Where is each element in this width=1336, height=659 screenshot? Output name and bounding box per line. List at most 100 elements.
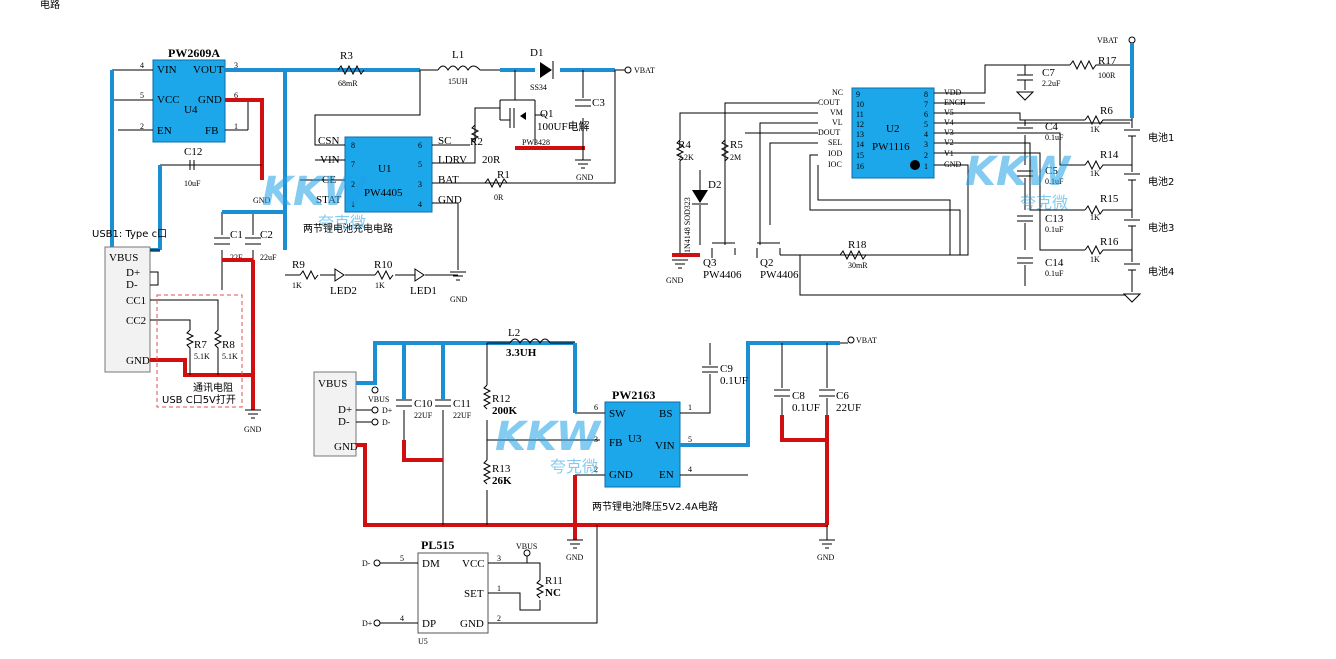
d2-ref: D2: [708, 179, 721, 191]
pl515-wires: [380, 525, 598, 624]
gnd-symbol-usb1: [245, 409, 261, 419]
header-title: 电路: [40, 0, 60, 11]
u3-num-5: 5: [688, 435, 692, 444]
watermark-logo-1: KKW: [262, 169, 369, 215]
u2-num-14: 14: [856, 140, 864, 149]
pl515-pin-gnd: GND: [460, 618, 484, 630]
gnd-label-c3: GND: [576, 173, 594, 182]
u2-num-6: 6: [924, 110, 928, 119]
r15-val: 1K: [1090, 213, 1100, 222]
cell-2-label: 电池2: [1148, 175, 1174, 188]
cell-3-label: 电池3: [1148, 221, 1174, 234]
r5-ref: R5: [730, 139, 743, 151]
c3-val: 100UF电解: [537, 119, 590, 133]
r13-ref: R13: [492, 463, 511, 475]
gnd-label-u4: GND: [253, 196, 271, 205]
pl515-dp-net: D+: [362, 619, 373, 628]
u4-num-4: 4: [140, 61, 144, 70]
u1-num-6: 6: [418, 141, 422, 150]
r11-symbol: [526, 556, 545, 599]
r9-symbol: [299, 269, 319, 281]
u1-pin-csn: CSN: [318, 135, 339, 147]
u2-num-11: 11: [856, 110, 864, 119]
r14-val: 1K: [1090, 169, 1100, 178]
r1-val: 0R: [494, 193, 504, 202]
c5-val: 0.1uF: [1045, 177, 1064, 186]
u1-num-3: 3: [418, 180, 422, 189]
u4-pin-gnd: GND: [198, 94, 222, 106]
u2-pin1-dot: [910, 160, 920, 170]
u1-num-5: 5: [418, 160, 422, 169]
u2-pin-vm: VM: [830, 108, 843, 117]
u2-num-10: 10: [856, 100, 864, 109]
r10-ref: R10: [374, 259, 393, 271]
l1-val: 15UH: [448, 77, 468, 86]
c2-ref: C2: [260, 229, 273, 241]
c1-ref: C1: [230, 229, 243, 241]
buck-usb-data-wires: [356, 409, 372, 423]
usb1-note-1: 通讯电阻: [193, 381, 233, 394]
watermarks: KKW 夸克微 KKW 夸克微 KKW 夸克微: [262, 149, 1072, 476]
u2-pin-cout: COUT: [818, 98, 840, 107]
c10-c11-vbus-net: [402, 343, 445, 400]
c13-val: 0.1uF: [1045, 225, 1064, 234]
u4-num-1: 1: [234, 122, 238, 131]
u1-num-2: 2: [351, 180, 355, 189]
r7-val: 5.1K: [194, 352, 210, 361]
vbat-label-charger: VBAT: [634, 66, 655, 75]
r4-r5-symbols: [675, 139, 730, 255]
pl515-dm-terminal: [373, 559, 381, 567]
c14-val: 0.1uF: [1045, 269, 1064, 278]
u1-pin-bat: BAT: [438, 174, 459, 186]
r6-ref: R6: [1100, 105, 1113, 117]
r10-symbol: [374, 269, 394, 281]
buck-section: VBUS D+ D- GND D+ D- VBUS C10 22UF C11 2…: [313, 327, 877, 562]
c1-c2-wires: [221, 211, 285, 290]
r18-symbol: [839, 249, 867, 261]
buck-usb-dm-net: D-: [382, 418, 391, 427]
pl515-pin-dm: DM: [422, 558, 440, 570]
buck-vbus-terminal: [371, 386, 379, 394]
r10-val: 1K: [375, 281, 385, 290]
led1-symbol: [414, 268, 425, 282]
c8-gnd-net: [780, 415, 827, 442]
c12-ref: C12: [184, 146, 202, 158]
cell-1-label: 电池1: [1148, 131, 1174, 144]
pl515-pin-vcc: VCC: [462, 558, 485, 570]
r4-ref: R4: [678, 139, 691, 151]
pl515-section: PL515 DM DP VCC SET GND U5 5 4 3 1 2 D- …: [362, 525, 598, 646]
balance-resistors: [1084, 114, 1132, 256]
r11-val: NC: [545, 587, 561, 599]
u2-ref: U2: [886, 123, 899, 135]
u3-num-2: 2: [594, 465, 598, 474]
r18-ref: R18: [848, 239, 867, 251]
r3-ref: R3: [340, 50, 353, 62]
u2-pin-vl: VL: [832, 118, 843, 127]
usb1-connector: [104, 246, 151, 373]
buck-usb-dp-net: D+: [382, 406, 393, 415]
watermark-sub-1: 夸克微: [318, 213, 366, 232]
u2-num-15: 15: [856, 151, 864, 160]
l1-symbol: [437, 65, 481, 71]
u4-num-6: 6: [234, 91, 238, 100]
u3-pin-gnd: GND: [609, 469, 633, 481]
u3-part: PW2163: [612, 388, 655, 402]
r7-r8-symbols: [185, 329, 223, 375]
cc-resistor-box: [156, 294, 243, 408]
gnd-label-led: GND: [450, 295, 468, 304]
vbat-terminal: [624, 66, 632, 74]
u2-pin-dout: DOUT: [818, 128, 840, 137]
gnd-label-u3: GND: [566, 553, 584, 562]
q1-arrow: [520, 112, 526, 120]
q1-val: PW3428: [522, 138, 550, 147]
usb1-pin-vbus: VBUS: [109, 252, 138, 264]
usb1-pin-dm: D-: [126, 279, 138, 291]
gnd-label-usb1: GND: [244, 425, 262, 434]
r8-ref: R8: [222, 339, 235, 351]
usb1-title: USB1: Type c口: [92, 229, 167, 240]
buck-caption: 两节锂电池降压5V2.4A电路: [592, 500, 718, 513]
u3-pin-sw: SW: [609, 408, 626, 420]
c6-val: 22UF: [836, 402, 861, 414]
u2-num-5: 5: [924, 120, 928, 129]
q2-val: PW4406: [760, 269, 799, 281]
